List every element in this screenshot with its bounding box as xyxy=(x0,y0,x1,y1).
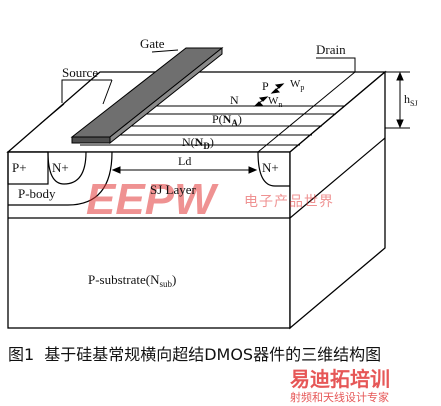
gate-leader xyxy=(151,49,179,53)
front-regions xyxy=(7,137,386,219)
p-plus-region xyxy=(7,151,49,185)
n-plus-left-label: N+ xyxy=(52,160,69,175)
p-body-label: P-body xyxy=(18,186,56,201)
p-substrate-label: P-substrate(Nsub) xyxy=(88,272,176,289)
source-label: Source xyxy=(62,65,98,80)
training-stamp: 易迪拓培训 射频和天线设计专家 xyxy=(290,367,390,404)
n-nd-label: N(ND) xyxy=(182,135,214,151)
p-plus-label: P+ xyxy=(12,160,27,175)
n-stripe-label: N xyxy=(230,93,239,107)
block-front-face xyxy=(7,151,291,329)
source-leader xyxy=(61,79,112,103)
drain-label: Drain xyxy=(316,42,346,57)
caption-text: 基于硅基常规横向超结DMOS器件的三维结构图 xyxy=(44,345,382,364)
sj-layer-bottom-side xyxy=(289,137,386,219)
drain-leader xyxy=(316,57,356,72)
stamp-title: 易迪拓培训 xyxy=(290,367,390,391)
sj-layer-label: SJ Layer xyxy=(150,182,197,197)
hsj-label: hSJ xyxy=(404,92,418,108)
source-region-edge xyxy=(39,103,65,125)
p-na-label: P(NA) xyxy=(212,112,242,128)
stamp-subtitle: 射频和天线设计专家 xyxy=(290,390,389,404)
dimension-markers xyxy=(111,71,410,174)
wn-label: Wn xyxy=(268,95,282,109)
eepw-cn-text: 电子产品世界 xyxy=(244,194,334,210)
p-stripe-label: P xyxy=(262,79,269,93)
gate-bar xyxy=(70,46,224,145)
figure-caption: 图1 基于硅基常规横向超结DMOS器件的三维结构图 xyxy=(8,340,433,402)
n-plus-left-region xyxy=(47,151,87,185)
block-right-face xyxy=(289,70,386,330)
electrode-leaders xyxy=(61,49,356,105)
p-body-region xyxy=(8,151,113,206)
wp-label: Wp xyxy=(290,78,304,92)
drain-region-edge xyxy=(257,71,356,153)
eepw-logo: EEPW xyxy=(86,175,219,224)
eepw-watermark: EEPW 电子产品世界 xyxy=(86,175,334,224)
caption-number: 图1 xyxy=(8,345,35,364)
gate-label: Gate xyxy=(140,36,165,51)
gate-bar-side xyxy=(109,46,223,145)
n-plus-right-label: N+ xyxy=(262,160,279,175)
n-plus-right-region xyxy=(257,151,290,187)
gate-bar-front xyxy=(71,136,111,144)
ld-label: Ld xyxy=(178,154,191,168)
sj-stripes xyxy=(80,105,345,146)
